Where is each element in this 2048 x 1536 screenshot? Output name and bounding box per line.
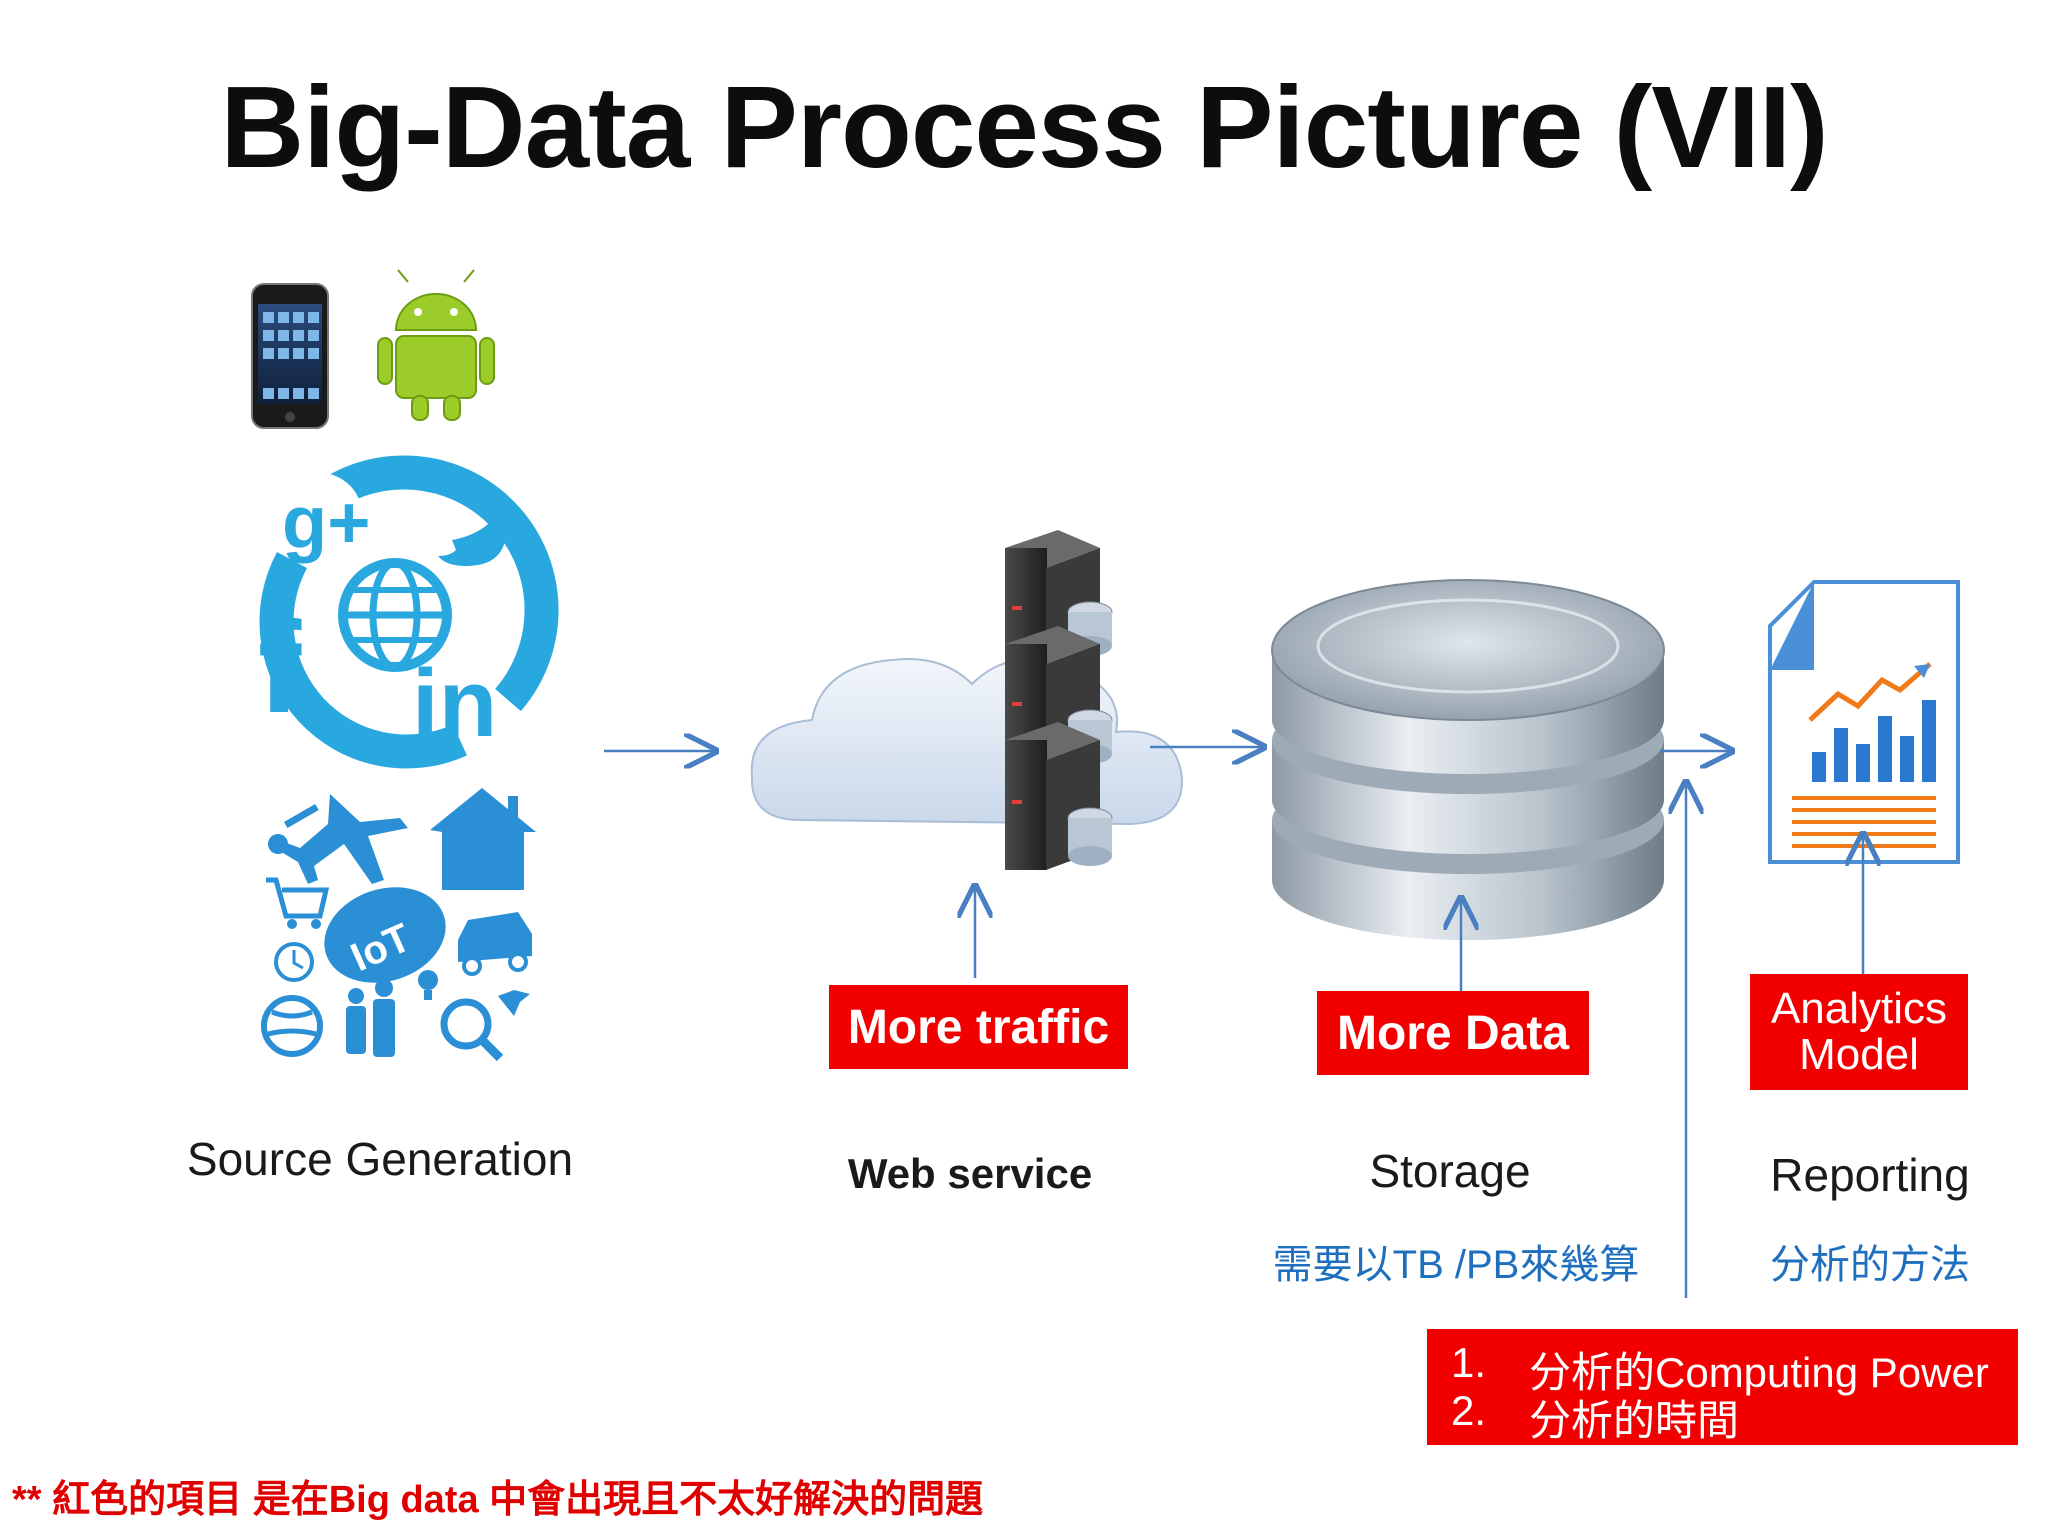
cloud-icon [750,658,1184,826]
footnote: ** 紅色的項目 是在Big data 中會出現且不太好解決的問題 [12,1479,984,1521]
linkedin-logo-text: in [412,650,497,757]
social-media-ring-icon: g+ f in [258,455,559,769]
storage-note: 需要以TB /PB來幾算 [1272,1243,1640,1287]
analysis-issue-text: 分析的時間 [1529,1397,1740,1444]
android-robot-icon [377,269,495,421]
slide-title: Big-Data Process Picture (VII) [220,62,1828,192]
analysis-issue-number: 2. [1451,1387,1487,1434]
server-rack-icon [1005,530,1113,870]
analysis-issue-text: 分析的Computing Power [1529,1349,1989,1396]
analysis-issue-number: 1. [1451,1339,1487,1386]
analytics-model-line2: Model [1799,1030,1919,1079]
analysis-issue-item: 2. 分析的時間 [1451,1387,2018,1444]
facebook-logo-text: f [258,594,302,740]
database-icon [1271,579,1665,941]
analytics-model-box: Analytics Model [1750,974,1968,1090]
more-traffic-box: More traffic [829,985,1128,1069]
more-data-box: More Data [1317,991,1589,1075]
twitter-bird-icon [438,522,516,566]
analytics-model-line1: Analytics [1770,984,1948,1033]
web-service-label: Web service [847,1150,1093,1197]
reporting-label: Reporting [1770,1149,1970,1201]
report-chart-icon [1768,580,1960,864]
analysis-issue-item: 1. 分析的Computing Power [1451,1339,2018,1396]
gplus-logo-text: g+ [282,481,370,564]
iot-devices-icon: IoT [261,788,536,1062]
storage-label: Storage [1369,1145,1531,1197]
smartphone-icon [251,283,329,429]
source-generation-label: Source Generation [186,1133,574,1185]
analysis-issues-box: 1. 分析的Computing Power 2. 分析的時間 [1427,1329,2018,1445]
reporting-note: 分析的方法 [1770,1243,1970,1287]
